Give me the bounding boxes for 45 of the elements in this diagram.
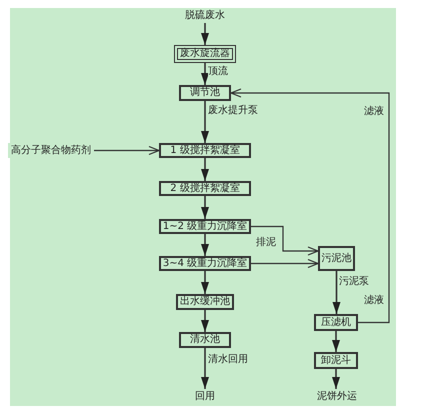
process-box <box>159 256 251 271</box>
flow-note: 滤液 <box>364 296 384 306</box>
arrow <box>201 348 209 389</box>
arrow <box>332 369 340 389</box>
process-box <box>314 314 358 331</box>
box-label: 废水旋流器 <box>180 49 230 59</box>
box-label: 清水池 <box>190 335 220 345</box>
edge-label: 清水回用 <box>208 355 248 365</box>
arrow <box>201 271 209 294</box>
arrow <box>201 63 209 85</box>
process-box <box>176 294 234 310</box>
process-box <box>179 332 231 348</box>
box-label: 3~4 级重力沉降室 <box>162 258 248 268</box>
arrow <box>201 196 209 219</box>
process-box <box>159 219 251 234</box>
box-label: 1 级搅拌絮凝室 <box>170 146 240 156</box>
arrow <box>94 146 160 156</box>
arrow <box>251 226 319 256</box>
box-label: 压滤机 <box>321 318 351 328</box>
box-label: 污泥池 <box>322 254 352 264</box>
process-box <box>159 143 251 158</box>
edge-label: 排泥 <box>256 238 276 248</box>
edge-label: 滤液 <box>364 107 384 117</box>
arrow <box>332 271 340 314</box>
arrow <box>332 331 340 352</box>
edge-label: 顶流 <box>208 67 228 77</box>
arrow <box>201 234 209 256</box>
box-label: 调节池 <box>190 88 220 98</box>
arrow <box>201 101 209 143</box>
process-box <box>159 181 251 196</box>
box-label: 2 级搅拌絮凝室 <box>170 184 240 194</box>
process-box <box>174 45 236 63</box>
process-box <box>318 246 355 271</box>
box-label: 出水缓冲池 <box>180 297 230 307</box>
process-box <box>179 85 231 101</box>
arrow <box>201 23 209 45</box>
process-box <box>314 352 358 369</box>
edge-label: 废水提升泵 <box>208 106 258 116</box>
arrow <box>230 88 390 324</box>
box-label: 1~2 级重力沉降室 <box>162 222 248 232</box>
arrow <box>201 310 209 332</box>
arrow <box>201 158 209 181</box>
arrow <box>251 258 319 268</box>
edge-label: 污泥泵 <box>339 277 369 287</box>
box-label: 卸泥斗 <box>321 356 351 366</box>
